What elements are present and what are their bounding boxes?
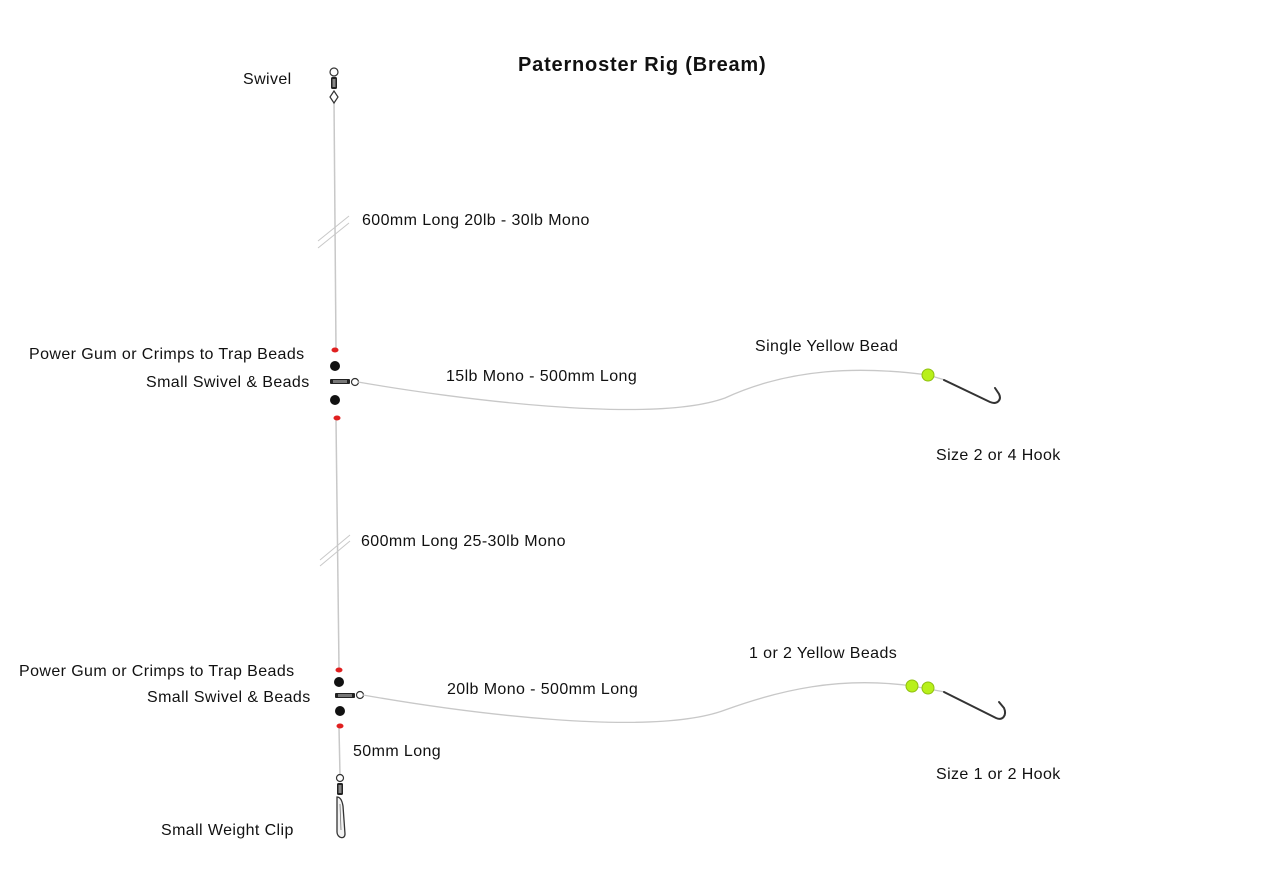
top-swivel-icon bbox=[329, 67, 339, 105]
weight-clip-icon bbox=[335, 773, 346, 839]
lower-dropper-label: 20lb Mono - 500mm Long bbox=[447, 681, 639, 698]
tail-line-label: 50mm Long bbox=[353, 743, 442, 760]
main-line-tail bbox=[338, 727, 341, 776]
upper-dropper-line bbox=[357, 369, 946, 411]
lower-small-swivel-label: Small Swivel & Beads bbox=[147, 689, 311, 706]
upper-small-swivel-label: Small Swivel & Beads bbox=[146, 374, 310, 391]
upper-power-gum-label: Power Gum or Crimps to Trap Beads bbox=[29, 346, 305, 363]
upper-dropper-label: 15lb Mono - 500mm Long bbox=[446, 368, 638, 385]
lower-bead-station bbox=[334, 667, 365, 729]
lower-bead-label: 1 or 2 Yellow Beads bbox=[749, 645, 898, 662]
lower-hook-label: Size 1 or 2 Hook bbox=[936, 766, 1061, 783]
swivel-label: Swivel bbox=[243, 71, 292, 88]
lower-yellow-bead-1 bbox=[905, 679, 919, 693]
lower-main-line-label: 600mm Long 25-30lb Mono bbox=[361, 533, 566, 550]
weight-clip-label: Small Weight Clip bbox=[161, 822, 294, 839]
upper-hook-icon bbox=[943, 379, 1001, 404]
upper-bead-station bbox=[330, 347, 360, 421]
lower-dropper-line bbox=[362, 682, 946, 723]
lower-hook-icon bbox=[943, 691, 1006, 720]
lower-yellow-bead-2 bbox=[921, 681, 935, 695]
diagram-title: Paternoster Rig (Bream) bbox=[518, 54, 767, 76]
main-line-middle bbox=[335, 419, 340, 669]
upper-hook-label: Size 2 or 4 Hook bbox=[936, 447, 1061, 464]
break-mark-lower bbox=[319, 534, 351, 567]
main-line-upper bbox=[333, 99, 337, 351]
break-mark-upper bbox=[317, 215, 350, 249]
upper-yellow-bead bbox=[921, 368, 935, 382]
upper-bead-label: Single Yellow Bead bbox=[755, 338, 899, 355]
lower-power-gum-label: Power Gum or Crimps to Trap Beads bbox=[19, 663, 295, 680]
upper-main-line-label: 600mm Long 20lb - 30lb Mono bbox=[362, 212, 590, 229]
